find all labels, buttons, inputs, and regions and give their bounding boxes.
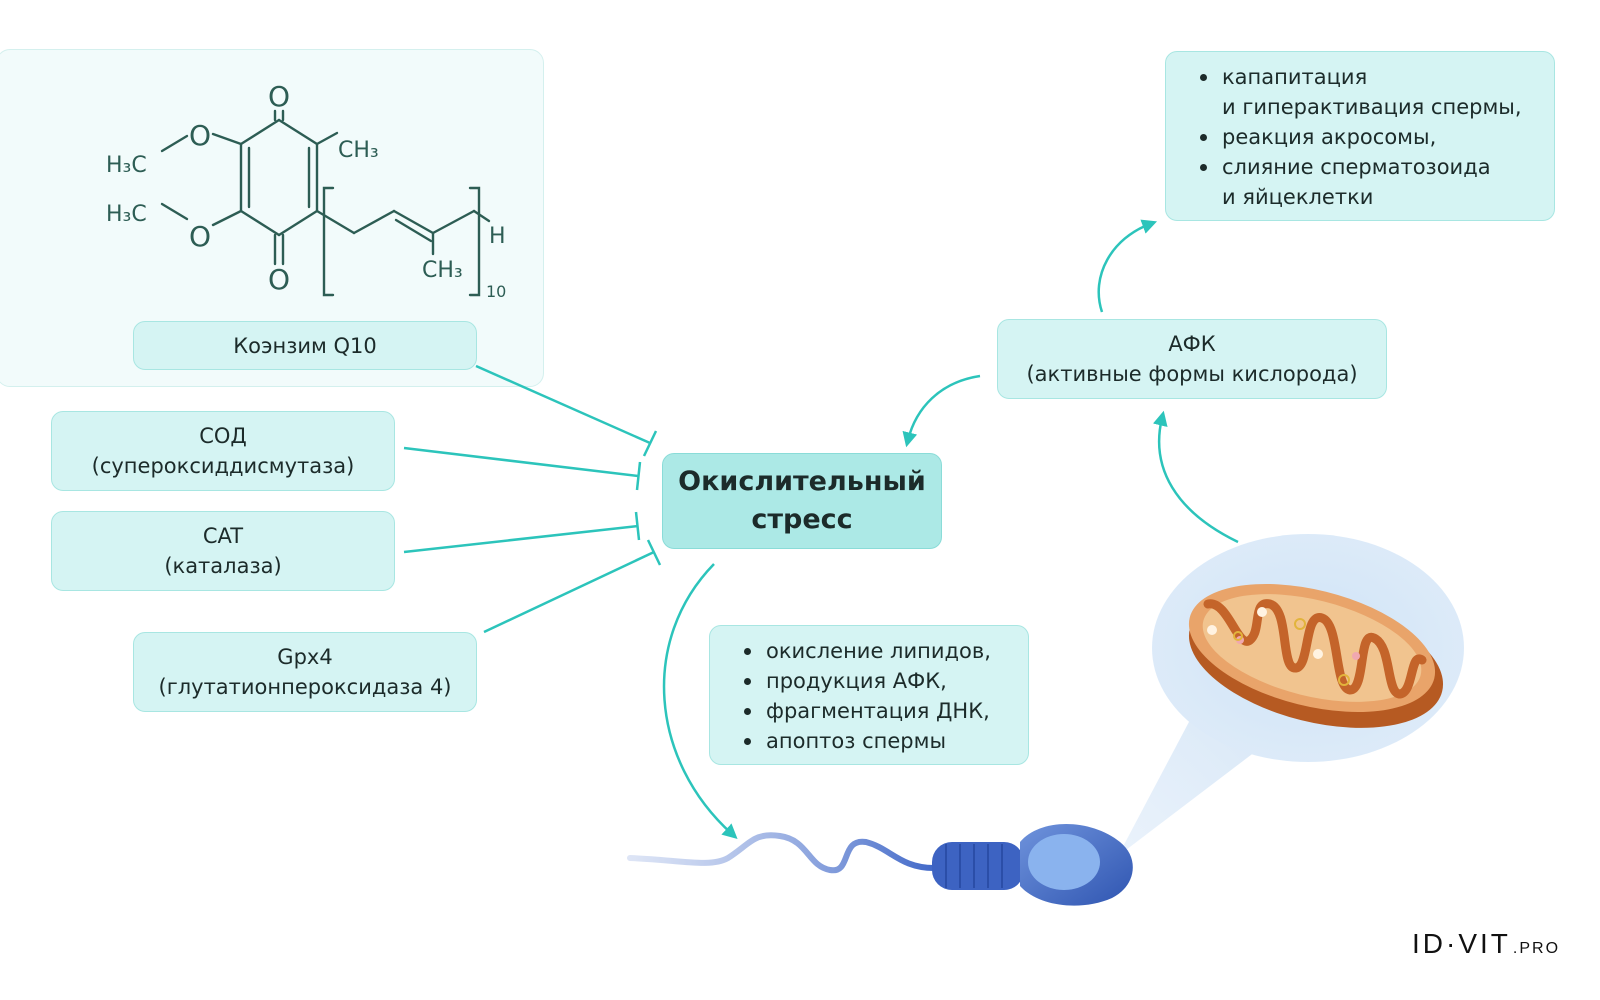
coenzyme-q10-label: Коэнзим Q10 [233,333,377,358]
list-item: и яйцеклетки [1222,185,1374,209]
brand-logo: ID·VIT .PRO [1412,928,1560,960]
mitochondrion-icon [1188,583,1444,728]
sperm-cell-icon [627,824,1133,906]
logo-sub-text: .PRO [1512,940,1561,957]
arrow-ros-to-functions [1097,219,1158,313]
sod-box: СОД (супероксиддисмутаза) [51,411,395,491]
methyl-label-ring: CH₃ [338,138,379,163]
inhibition-line-coq10 [475,364,651,445]
ros-functions-list: капапитация и гиперактивация спермы, реа… [1194,62,1538,212]
oxidative-stress-line2: стресс [751,504,853,535]
gpx4-abbreviation: Gpx4 [277,645,333,669]
gpx4-box: Gpx4 (глутатионпероксидаза 4) [133,632,477,712]
repeat-subscript: 10 [486,282,506,301]
methyl-label-bottom: H₃C [106,202,147,227]
ros-functions-box: капапитация и гиперактивация спермы, реа… [1165,51,1555,221]
cat-abbreviation: CAT [202,524,244,548]
ros-box: АФК (активные формы кислорода) [997,319,1387,399]
cat-name: (каталаза) [164,554,282,578]
sod-abbreviation: СОД [199,424,247,448]
cat-box: CAT (каталаза) [51,511,395,591]
inhibition-line-gpx4 [483,550,655,634]
logo-main-text: ID·VIT [1412,928,1511,959]
effects-list: окисление липидов, продукция АФК, фрагме… [738,636,1012,756]
oxidative-stress-box: Окислительный стресс [662,453,942,549]
atom-o-methoxy-bottom: O [189,220,211,253]
list-item: реакция акросомы, [1194,122,1538,152]
list-item: и гиперактивация спермы, [1222,95,1522,119]
list-item: фрагментация ДНК, [738,696,1012,726]
atom-o-top: O [268,80,290,113]
ros-name: (активные формы кислорода) [1026,362,1358,386]
list-item: окисление липидов, [738,636,1012,666]
atom-o-methoxy-top: O [189,119,211,152]
arrow-mitochondrion-to-ros [1152,410,1239,544]
atom-o-bottom: O [268,263,290,296]
list-item: продукция АФК, [738,666,1012,696]
terminal-hydrogen: H [489,224,506,249]
methyl-label-chain: CH₃ [422,258,463,283]
list-item: слияние сперматозоида [1194,152,1538,182]
effects-list-box: окисление липидов, продукция АФК, фрагме… [709,625,1029,765]
inhibition-line-sod [403,446,639,478]
coenzyme-q10-box: Коэнзим Q10 [133,321,477,370]
arrow-ros-to-stress [902,374,981,448]
list-item: капапитация [1194,62,1538,92]
arrow-stress-to-sperm [662,563,738,840]
oxidative-stress-line1: Окислительный [678,466,926,497]
inhibition-line-cat [403,524,639,554]
coenzyme-q10-structure: O O O O H₃C H₃C CH₃ CH₃ H 10 [106,80,506,301]
sod-name: (супероксиддисмутаза) [91,454,355,478]
list-item: апоптоз спермы [738,726,1012,756]
gpx4-name: (глутатионпероксидаза 4) [158,675,452,699]
methyl-label-top: H₃C [106,153,147,178]
ros-abbreviation: АФК [1168,332,1216,356]
